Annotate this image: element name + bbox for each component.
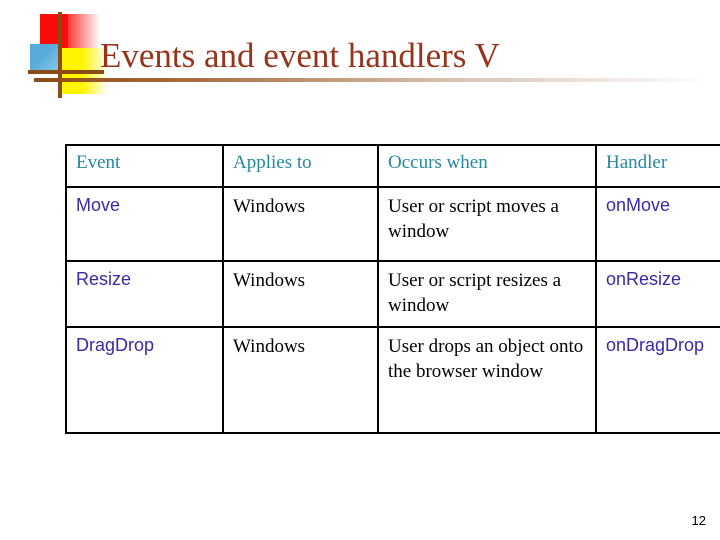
events-table: Event Applies to Occurs when Handler Mov… — [65, 144, 720, 434]
occurs-when-value: User or script resizes a window — [388, 270, 562, 316]
cell-handler: onMove — [595, 186, 720, 262]
occurs-when-value: User or script moves a window — [388, 196, 559, 242]
applies-to-value: Windows — [233, 270, 306, 291]
table-header-cell-applies-to: Applies to — [222, 144, 379, 188]
header-label-applies-to: Applies to — [233, 152, 312, 173]
logo-blue-square — [30, 44, 60, 74]
occurs-when-value: User drops an object onto the browser wi… — [388, 336, 584, 382]
title-underline-rule — [34, 78, 712, 82]
handler-name: onDragDrop — [606, 335, 705, 355]
cell-applies-to: Windows — [222, 260, 379, 328]
table-row: Resize Windows User or script resizes a … — [65, 260, 720, 328]
header-label-handler: Handler — [606, 152, 668, 173]
cell-applies-to: Windows — [222, 326, 379, 434]
logo-red-gradient — [68, 14, 100, 48]
decorative-logo — [28, 12, 108, 98]
table-header-cell-handler: Handler — [595, 144, 720, 188]
handler-name: onMove — [606, 195, 671, 215]
events-table-wrapper: Event Applies to Occurs when Handler Mov… — [65, 144, 720, 434]
logo-red-square — [40, 14, 68, 48]
header-label-event: Event — [76, 152, 121, 173]
applies-to-value: Windows — [233, 336, 306, 357]
event-name: Move — [76, 195, 121, 215]
logo-horizontal-bar — [28, 70, 104, 74]
table-header-row: Event Applies to Occurs when Handler — [65, 144, 720, 188]
table-header-cell-occurs-when: Occurs when — [377, 144, 597, 188]
logo-vertical-bar — [58, 12, 62, 98]
handler-name: onResize — [606, 269, 682, 289]
cell-applies-to: Windows — [222, 186, 379, 262]
slide-number: 12 — [691, 513, 706, 528]
page-title: Events and event handlers V — [100, 36, 500, 75]
event-name: Resize — [76, 269, 132, 289]
cell-event: DragDrop — [65, 326, 224, 434]
table-row: DragDrop Windows User drops an object on… — [65, 326, 720, 434]
applies-to-value: Windows — [233, 196, 306, 217]
cell-occurs-when: User or script moves a window — [377, 186, 597, 262]
cell-event: Resize — [65, 260, 224, 328]
cell-occurs-when: User drops an object onto the browser wi… — [377, 326, 597, 434]
table-row: Move Windows User or script moves a wind… — [65, 186, 720, 262]
header-label-occurs-when: Occurs when — [388, 152, 488, 173]
cell-handler: onDragDrop — [595, 326, 720, 434]
table-header-cell-event: Event — [65, 144, 224, 188]
event-name: DragDrop — [76, 335, 155, 355]
cell-event: Move — [65, 186, 224, 262]
cell-occurs-when: User or script resizes a window — [377, 260, 597, 328]
cell-handler: onResize — [595, 260, 720, 328]
